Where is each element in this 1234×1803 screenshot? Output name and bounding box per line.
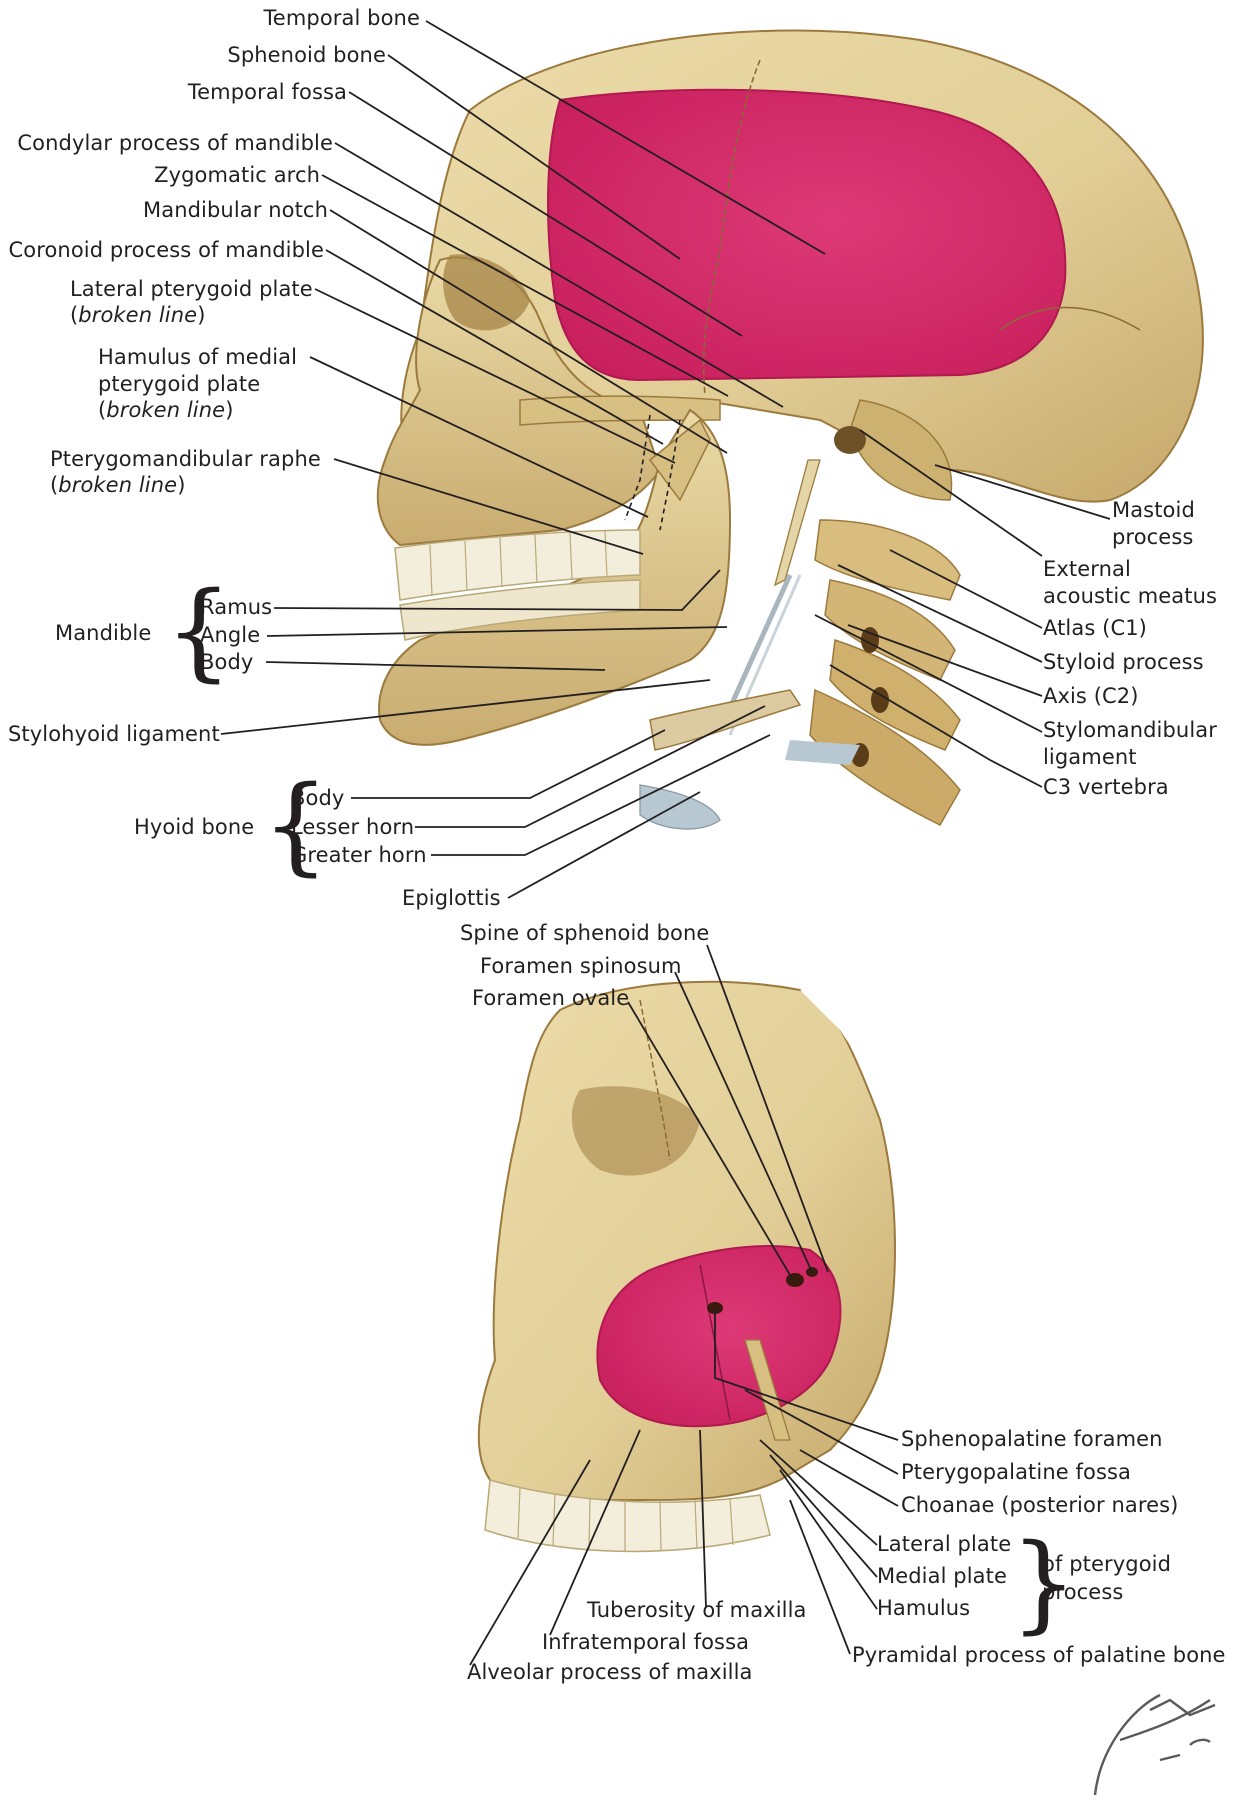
- label-foramen-spinosum: Foramen spinosum: [480, 954, 682, 978]
- coronoid-process-shape: [648, 418, 711, 502]
- label-hamulus-line1: Hamulus of medial: [98, 345, 298, 369]
- label-stylomandibular-line1: Stylomandibular: [1043, 718, 1217, 742]
- label-hamulus: Hamulus: [877, 1596, 971, 1620]
- face-shape: [376, 256, 662, 547]
- label-spine-of-sphenoid: Spine of sphenoid bone: [460, 921, 710, 945]
- label-infratemporal-fossa: Infratemporal fossa: [542, 1630, 750, 1654]
- temporal-fossa-area: [547, 88, 1067, 382]
- label-angle: Angle: [200, 623, 261, 647]
- lower-orbit-shape: [571, 1086, 700, 1176]
- label-coronoid-process: Coronoid process of mandible: [8, 238, 324, 262]
- pterygoid-plates-shape: [744, 1339, 791, 1441]
- label-hamulus-note: (broken line): [98, 398, 234, 422]
- label-stylohyoid-ligament: Stylohyoid ligament: [8, 722, 220, 746]
- label-zygomatic-arch: Zygomatic arch: [154, 163, 320, 187]
- label-mastoid-line2: process: [1112, 525, 1194, 549]
- label-tuberosity-of-maxilla: Tuberosity of maxilla: [587, 1598, 807, 1622]
- cervical-vertebrae: [785, 519, 961, 826]
- label-pterygomandibular-raphe: Pterygomandibular raphe: [50, 447, 321, 471]
- label-temporal-fossa: Temporal fossa: [187, 80, 347, 104]
- upper-teeth: [394, 529, 641, 601]
- label-hyoid-body: Body: [291, 786, 345, 810]
- label-atlas: Atlas (C1): [1043, 616, 1147, 640]
- lower-suture: [639, 999, 671, 1161]
- lower-figure-teeth: [484, 1479, 771, 1553]
- label-sphenopalatine-foramen: Sphenopalatine foramen: [901, 1427, 1163, 1451]
- orbit-shape: [443, 254, 530, 331]
- lower-figure-teeth-divisions: [517, 1486, 734, 1552]
- coronal-suture: [702, 59, 761, 396]
- label-lateral-pterygoid-plate: Lateral pterygoid plate: [70, 277, 313, 301]
- label-choanae: Choanae (posterior nares): [901, 1493, 1179, 1517]
- label-pterygoid-group-line1: of pterygoid: [1042, 1552, 1172, 1576]
- label-pterygopalatine-fossa: Pterygopalatine fossa: [901, 1460, 1132, 1484]
- label-pterygomandibular-note: (broken line): [50, 473, 186, 497]
- label-sphenoid-bone: Sphenoid bone: [227, 43, 386, 67]
- label-stylomandibular-line2: ligament: [1043, 745, 1137, 769]
- artist-signature: [1093, 1693, 1216, 1796]
- label-axis: Axis (C2): [1043, 684, 1139, 708]
- lambdoid-suture: [999, 306, 1141, 331]
- label-pterygoid-group-line2: process: [1042, 1580, 1124, 1604]
- label-body: Body: [200, 650, 254, 674]
- epiglottis-shape: [639, 784, 721, 830]
- label-lesser-horn: Lesser horn: [291, 815, 415, 839]
- label-medial-plate: Medial plate: [877, 1564, 1007, 1588]
- label-styloid-process: Styloid process: [1043, 650, 1204, 674]
- label-external-meatus-line2: acoustic meatus: [1043, 584, 1218, 608]
- styloid-process-shape: [774, 459, 821, 587]
- label-foramen-ovale: Foramen ovale: [472, 986, 630, 1010]
- leader-lines: [220, 20, 1111, 1666]
- lower-skull-illustration: [477, 980, 900, 1553]
- label-hamulus-line2: pterygoid plate: [98, 372, 261, 396]
- label-greater-horn: Greater horn: [291, 843, 427, 867]
- label-alveolar-process: Alveolar process of maxilla: [467, 1660, 753, 1684]
- acoustic-meatus-hole: [834, 426, 866, 454]
- label-external-meatus-line1: External: [1043, 557, 1131, 581]
- label-c3-vertebra: C3 vertebra: [1043, 775, 1169, 799]
- foramen-ovale-hole: [786, 1273, 804, 1287]
- label-pyramidal-process: Pyramidal process of palatine bone: [852, 1643, 1226, 1667]
- label-temporal-bone: Temporal bone: [263, 6, 420, 30]
- label-epiglottis: Epiglottis: [402, 886, 501, 910]
- infratemporal-fossa-area: [596, 1245, 842, 1428]
- hyoid-shape: [649, 689, 802, 751]
- upper-skull-illustration: [376, 29, 1204, 830]
- label-mandibular-notch: Mandibular notch: [143, 198, 328, 222]
- label-hyoid-group: Hyoid bone: [134, 815, 255, 839]
- label-mastoid-line1: Mastoid: [1112, 498, 1195, 522]
- mandible-brace: {: [165, 569, 233, 692]
- lateral-pterygoid-plate-dashed: [624, 414, 651, 521]
- label-mandible-group: Mandible: [55, 621, 152, 645]
- label-ramus: Ramus: [200, 595, 273, 619]
- label-condylar-process: Condylar process of mandible: [17, 131, 333, 155]
- label-lateral-pterygoid-note: (broken line): [70, 303, 206, 327]
- upper-teeth-divisions: [429, 530, 608, 597]
- hyoid-brace: {: [262, 763, 330, 886]
- cut-edge: [800, 986, 900, 1110]
- label-lateral-plate: Lateral plate: [877, 1532, 1012, 1556]
